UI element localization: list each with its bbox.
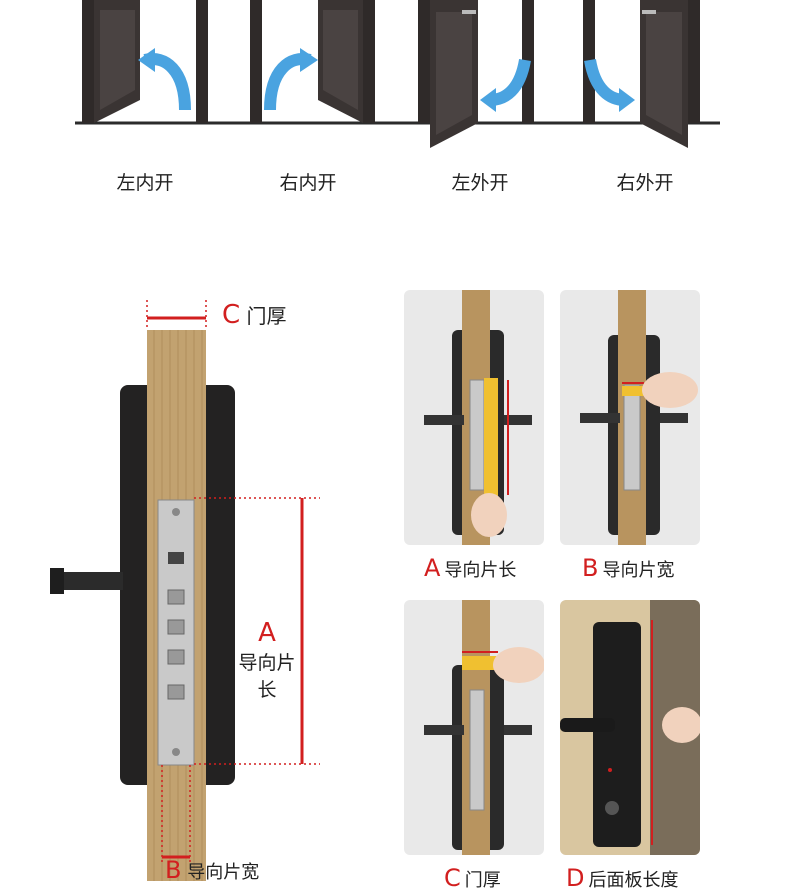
direction-label-right-out: 右外开 bbox=[616, 172, 674, 194]
label-c: C bbox=[222, 300, 241, 330]
handle-spindle bbox=[55, 572, 123, 590]
direction-label-left-in: 左内开 bbox=[116, 172, 174, 194]
guide-plate-length-caption: A 导向片 长 bbox=[232, 618, 302, 702]
direction-label-right-in: 右内开 bbox=[279, 172, 337, 194]
caption-letter-c: C bbox=[444, 864, 461, 892]
door-directions-illustration bbox=[75, 0, 720, 148]
caption-letter-d: D bbox=[566, 864, 585, 892]
photo-guide-plate-length bbox=[404, 290, 544, 545]
caption-text-b: 导向片宽 bbox=[602, 560, 675, 581]
photo-door-thickness bbox=[404, 600, 544, 855]
door-thickness-text: 门厚 bbox=[246, 304, 287, 328]
label-a: A bbox=[258, 618, 276, 648]
label-b: B bbox=[165, 856, 182, 884]
arrow-head-icon bbox=[480, 88, 496, 112]
direction-label-left-out: 左外开 bbox=[451, 172, 509, 194]
arrow-head-icon bbox=[619, 88, 635, 112]
door-right-outward bbox=[583, 0, 700, 148]
guide-plate-length-text-1: 导向片 bbox=[238, 652, 296, 674]
guide-plate-length-text-2: 长 bbox=[257, 679, 277, 701]
caption-letter-a: A bbox=[424, 554, 441, 582]
guide-plate-width-text: 导向片宽 bbox=[187, 862, 260, 883]
lock-cross-section-illustration bbox=[50, 300, 320, 881]
arrow-head-icon bbox=[300, 48, 318, 72]
door-left-inward bbox=[82, 0, 208, 123]
door-thickness-caption: C 门厚 bbox=[222, 300, 287, 330]
guide-plate-width-caption: B 导向片宽 bbox=[165, 856, 259, 884]
photo-back-panel-length bbox=[560, 600, 700, 855]
arrow-head-icon bbox=[138, 48, 155, 72]
photo-guide-plate-width bbox=[560, 290, 700, 545]
door-right-inward bbox=[250, 0, 375, 123]
caption-letter-b: B bbox=[582, 554, 599, 582]
caption-text-a: 导向片长 bbox=[444, 560, 517, 581]
